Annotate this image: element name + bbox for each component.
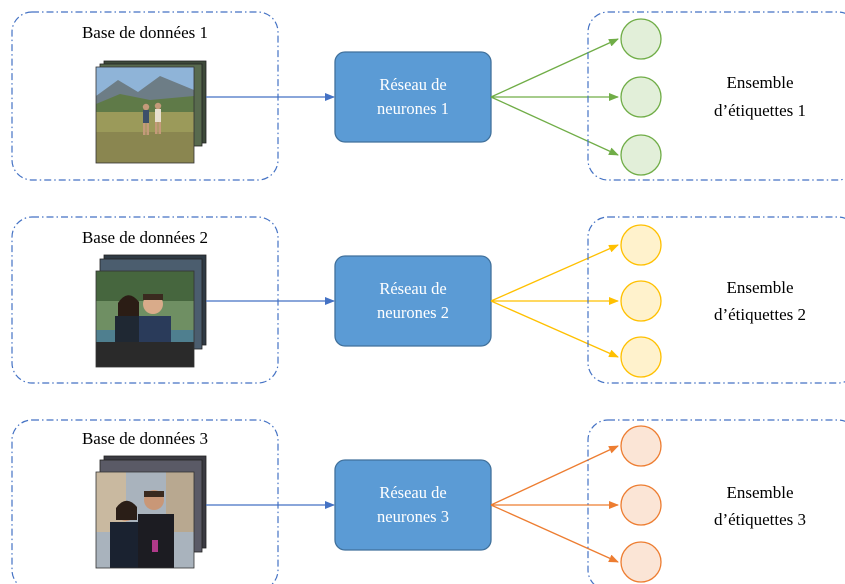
label-node: [620, 484, 662, 526]
photo-landscape-two-people: [96, 67, 194, 163]
image-stack: [95, 455, 207, 569]
label-node: [620, 224, 662, 266]
label-set-container: [587, 216, 845, 384]
output-arrow-top: [490, 244, 619, 302]
label-node: [620, 425, 662, 467]
output-arrow-top: [490, 38, 619, 98]
database-label: Base de données 2: [82, 228, 208, 247]
label-set-title-line2: d’étiquettes 2: [714, 305, 806, 324]
output-arrow-bottom: [490, 504, 619, 563]
photo-couple-on-boat: [96, 271, 194, 367]
label-set-container: [587, 11, 845, 181]
output-arrow-top: [490, 445, 619, 506]
neural-network-box: Réseau de neurones 2: [334, 255, 492, 347]
label-node: [620, 76, 662, 118]
network-label-line1: Réseau de: [379, 75, 446, 94]
label-node: [620, 18, 662, 60]
network-label-line2: neurones 2: [377, 303, 449, 322]
label-set-title-line1: Ensemble: [726, 73, 793, 92]
label-set-title-line2: d’étiquettes 1: [714, 101, 806, 120]
image-stack: [95, 254, 207, 368]
database-container: [11, 11, 279, 181]
label-node: [620, 541, 662, 583]
neural-network-box: Réseau de neurones 3: [334, 459, 492, 551]
label-set-title-line2: d’étiquettes 3: [714, 510, 806, 529]
network-label-line2: neurones 3: [377, 507, 449, 526]
label-set-title-line1: Ensemble: [726, 278, 793, 297]
network-label-line1: Réseau de: [379, 483, 446, 502]
photo-couple-in-city: [96, 472, 194, 568]
output-arrow-bottom: [490, 300, 619, 358]
database-label: Base de données 3: [82, 429, 208, 448]
pipeline-row-1: Base de données 1: [11, 11, 845, 181]
database-label: Base de données 1: [82, 23, 208, 42]
pipeline-row-2: Base de données 2 Réseau de neuro: [11, 216, 845, 384]
neural-network-box: Réseau de neurones 1: [334, 51, 492, 143]
database-container: [11, 216, 279, 384]
label-node: [620, 280, 662, 322]
network-label-line2: neurones 1: [377, 99, 449, 118]
pipeline-row-3: Base de données 3 Réseau de neuro: [11, 419, 845, 584]
label-node: [620, 336, 662, 378]
label-node: [620, 134, 662, 176]
label-set-title-line1: Ensemble: [726, 483, 793, 502]
network-label-line1: Réseau de: [379, 279, 446, 298]
output-arrow-bottom: [490, 96, 619, 156]
image-stack: [95, 60, 207, 164]
